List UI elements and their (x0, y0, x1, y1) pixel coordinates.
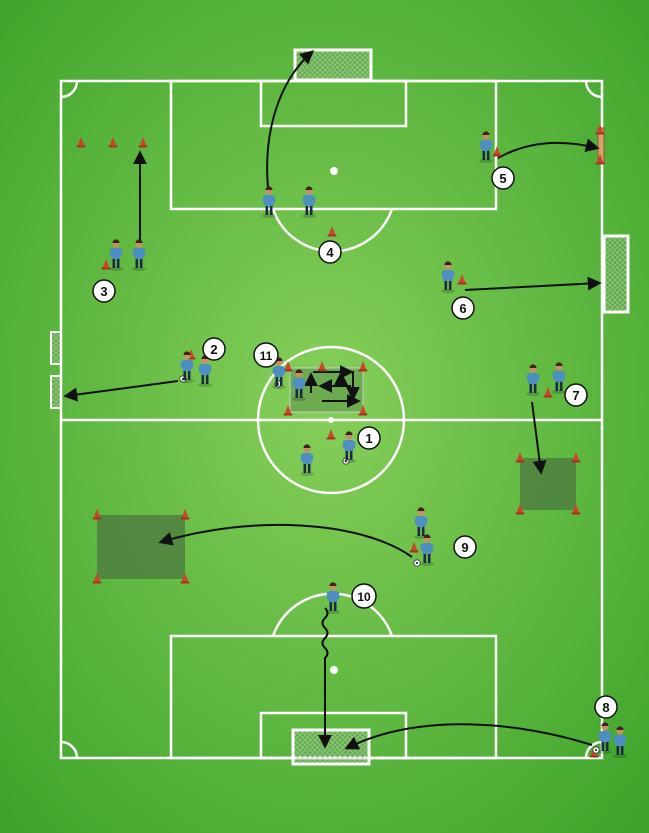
station-badge-2: 2 (203, 338, 225, 360)
station-badge-1: 1 (358, 427, 380, 449)
station-number: 9 (461, 540, 468, 555)
station-badge-3: 3 (93, 280, 115, 302)
station-number: 2 (210, 342, 217, 357)
left-mini-goal-upper (51, 332, 61, 364)
station-number: 6 (459, 301, 466, 316)
station-number: 10 (357, 590, 371, 604)
top-goal (295, 50, 371, 80)
station-badge-10: 10 (352, 584, 376, 608)
station-number: 11 (260, 349, 273, 363)
station-number: 4 (326, 245, 334, 260)
top-penalty-spot (330, 167, 338, 175)
station-badge-8: 8 (595, 696, 617, 718)
right-goal (604, 236, 628, 312)
station-number: 8 (602, 700, 609, 715)
station-badge-7: 7 (565, 384, 587, 406)
zone-right (520, 458, 576, 510)
ball (414, 560, 420, 566)
center-spot (328, 417, 334, 423)
station-badge-9: 9 (454, 536, 476, 558)
station-number: 3 (100, 284, 107, 299)
station-badge-11: 11 (254, 343, 278, 367)
bottom-penalty-spot (330, 666, 338, 674)
station-number: 7 (572, 388, 579, 403)
station-badge-4: 4 (319, 241, 341, 263)
station-badge-6: 6 (452, 297, 474, 319)
zone-left (97, 515, 185, 579)
station-number: 5 (499, 171, 506, 186)
station-number: 1 (365, 431, 372, 446)
left-mini-goal-lower (51, 376, 61, 408)
bottom-goal (293, 730, 369, 764)
station-badge-5: 5 (492, 167, 514, 189)
